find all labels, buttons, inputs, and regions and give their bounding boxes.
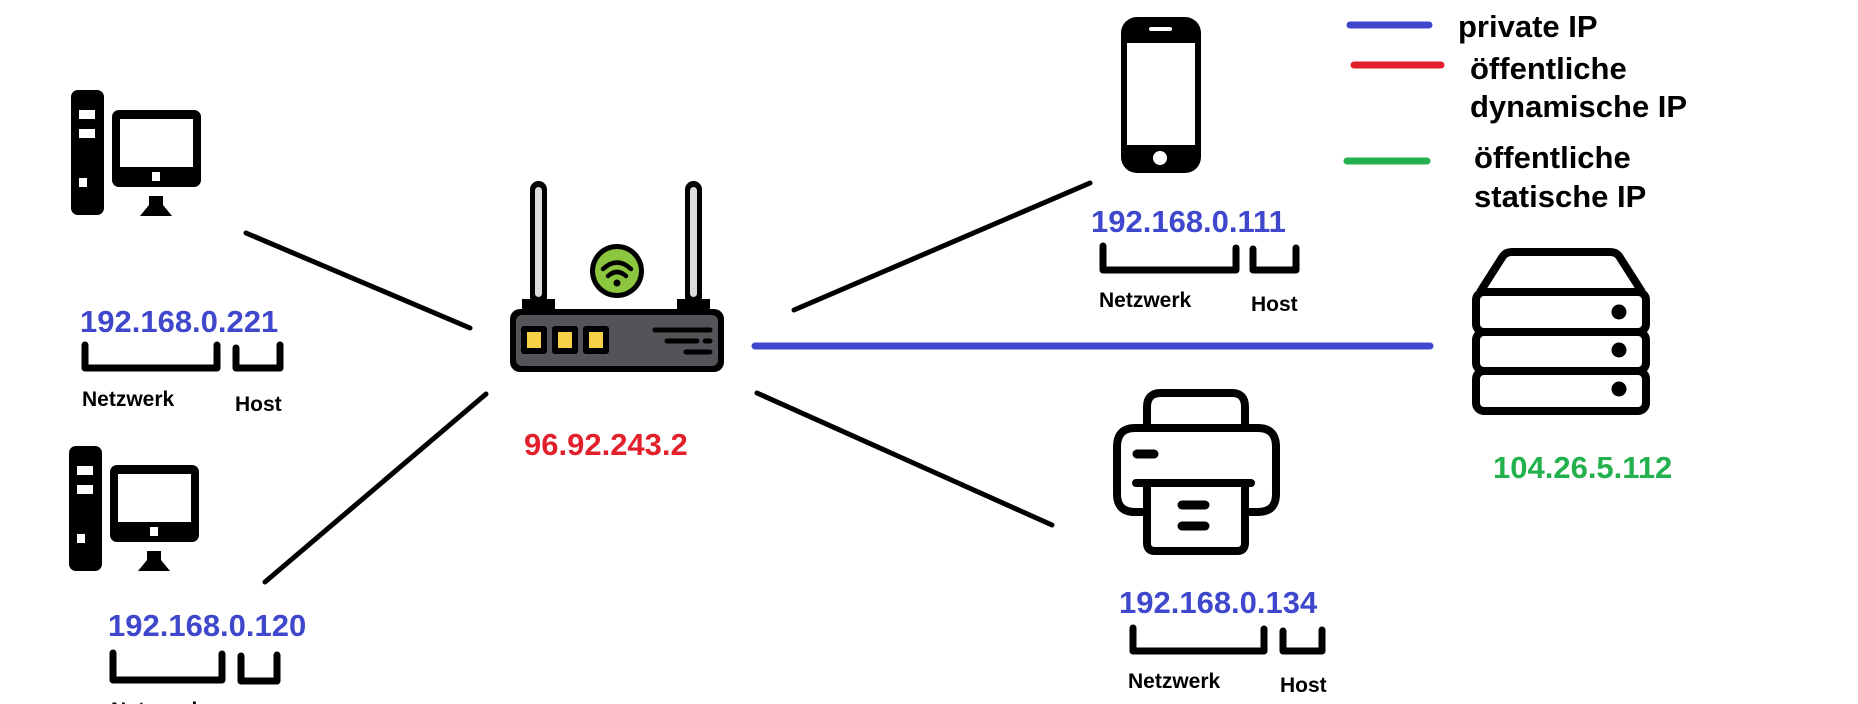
- host-label: Host: [235, 393, 282, 416]
- network-label: Netzwerk: [111, 699, 204, 704]
- desktop-computer-icon: [71, 90, 201, 216]
- legend-label-public-dynamic-line1: öffentliche: [1470, 51, 1627, 86]
- link-pc-bottom-router: [262, 391, 489, 585]
- host-bracket: [1249, 244, 1300, 274]
- server-icon: [1472, 248, 1650, 415]
- legend-label-public-dynamic-line2: dynamische IP: [1470, 89, 1687, 124]
- legend-label-private: private IP: [1458, 9, 1598, 44]
- server-ip: 104.26.5.112: [1493, 450, 1672, 485]
- network-bracket: [109, 649, 226, 684]
- legend-item-public-static: öffentliche statische IP: [1343, 140, 1646, 214]
- wifi-icon: [590, 244, 644, 298]
- host-bracket: [237, 651, 281, 685]
- printer-ip: 192.168.0.134: [1119, 585, 1318, 620]
- network-bracket: [1129, 624, 1268, 655]
- network-bracket: [81, 341, 221, 372]
- phone-ip: 192.168.0.111: [1091, 204, 1286, 239]
- host-bracket: [1279, 626, 1326, 655]
- router-ip: 96.92.243.2: [524, 427, 688, 462]
- printer-icon: [1113, 389, 1280, 555]
- link-pc-top-router: [243, 230, 473, 331]
- network-label: Netzwerk: [1099, 289, 1192, 312]
- pc-top-ip: 192.168.0.221: [80, 304, 278, 339]
- legend: private IP öffentliche dynamische IP öff…: [1343, 9, 1687, 214]
- link-router-phone: [791, 180, 1093, 313]
- legend-label-public-static-line1: öffentliche: [1474, 140, 1631, 175]
- legend-label-public-static-line2: statische IP: [1474, 179, 1646, 214]
- host-label: Host: [268, 702, 315, 704]
- host-label: Host: [1251, 293, 1298, 316]
- smartphone-icon: [1121, 17, 1201, 173]
- host-bracket: [232, 341, 284, 372]
- desktop-computer-icon: [69, 446, 199, 571]
- legend-item-private: private IP: [1346, 9, 1598, 44]
- legend-item-public-dynamic: öffentliche dynamische IP: [1350, 51, 1687, 124]
- network-bracket: [1099, 242, 1240, 274]
- pc-bottom-ip: 192.168.0.120: [108, 608, 306, 643]
- network-label: Netzwerk: [82, 388, 175, 411]
- wifi-router-icon: [510, 181, 724, 372]
- link-router-printer: [754, 390, 1055, 528]
- host-label: Host: [1280, 674, 1327, 697]
- network-label: Netzwerk: [1128, 670, 1221, 693]
